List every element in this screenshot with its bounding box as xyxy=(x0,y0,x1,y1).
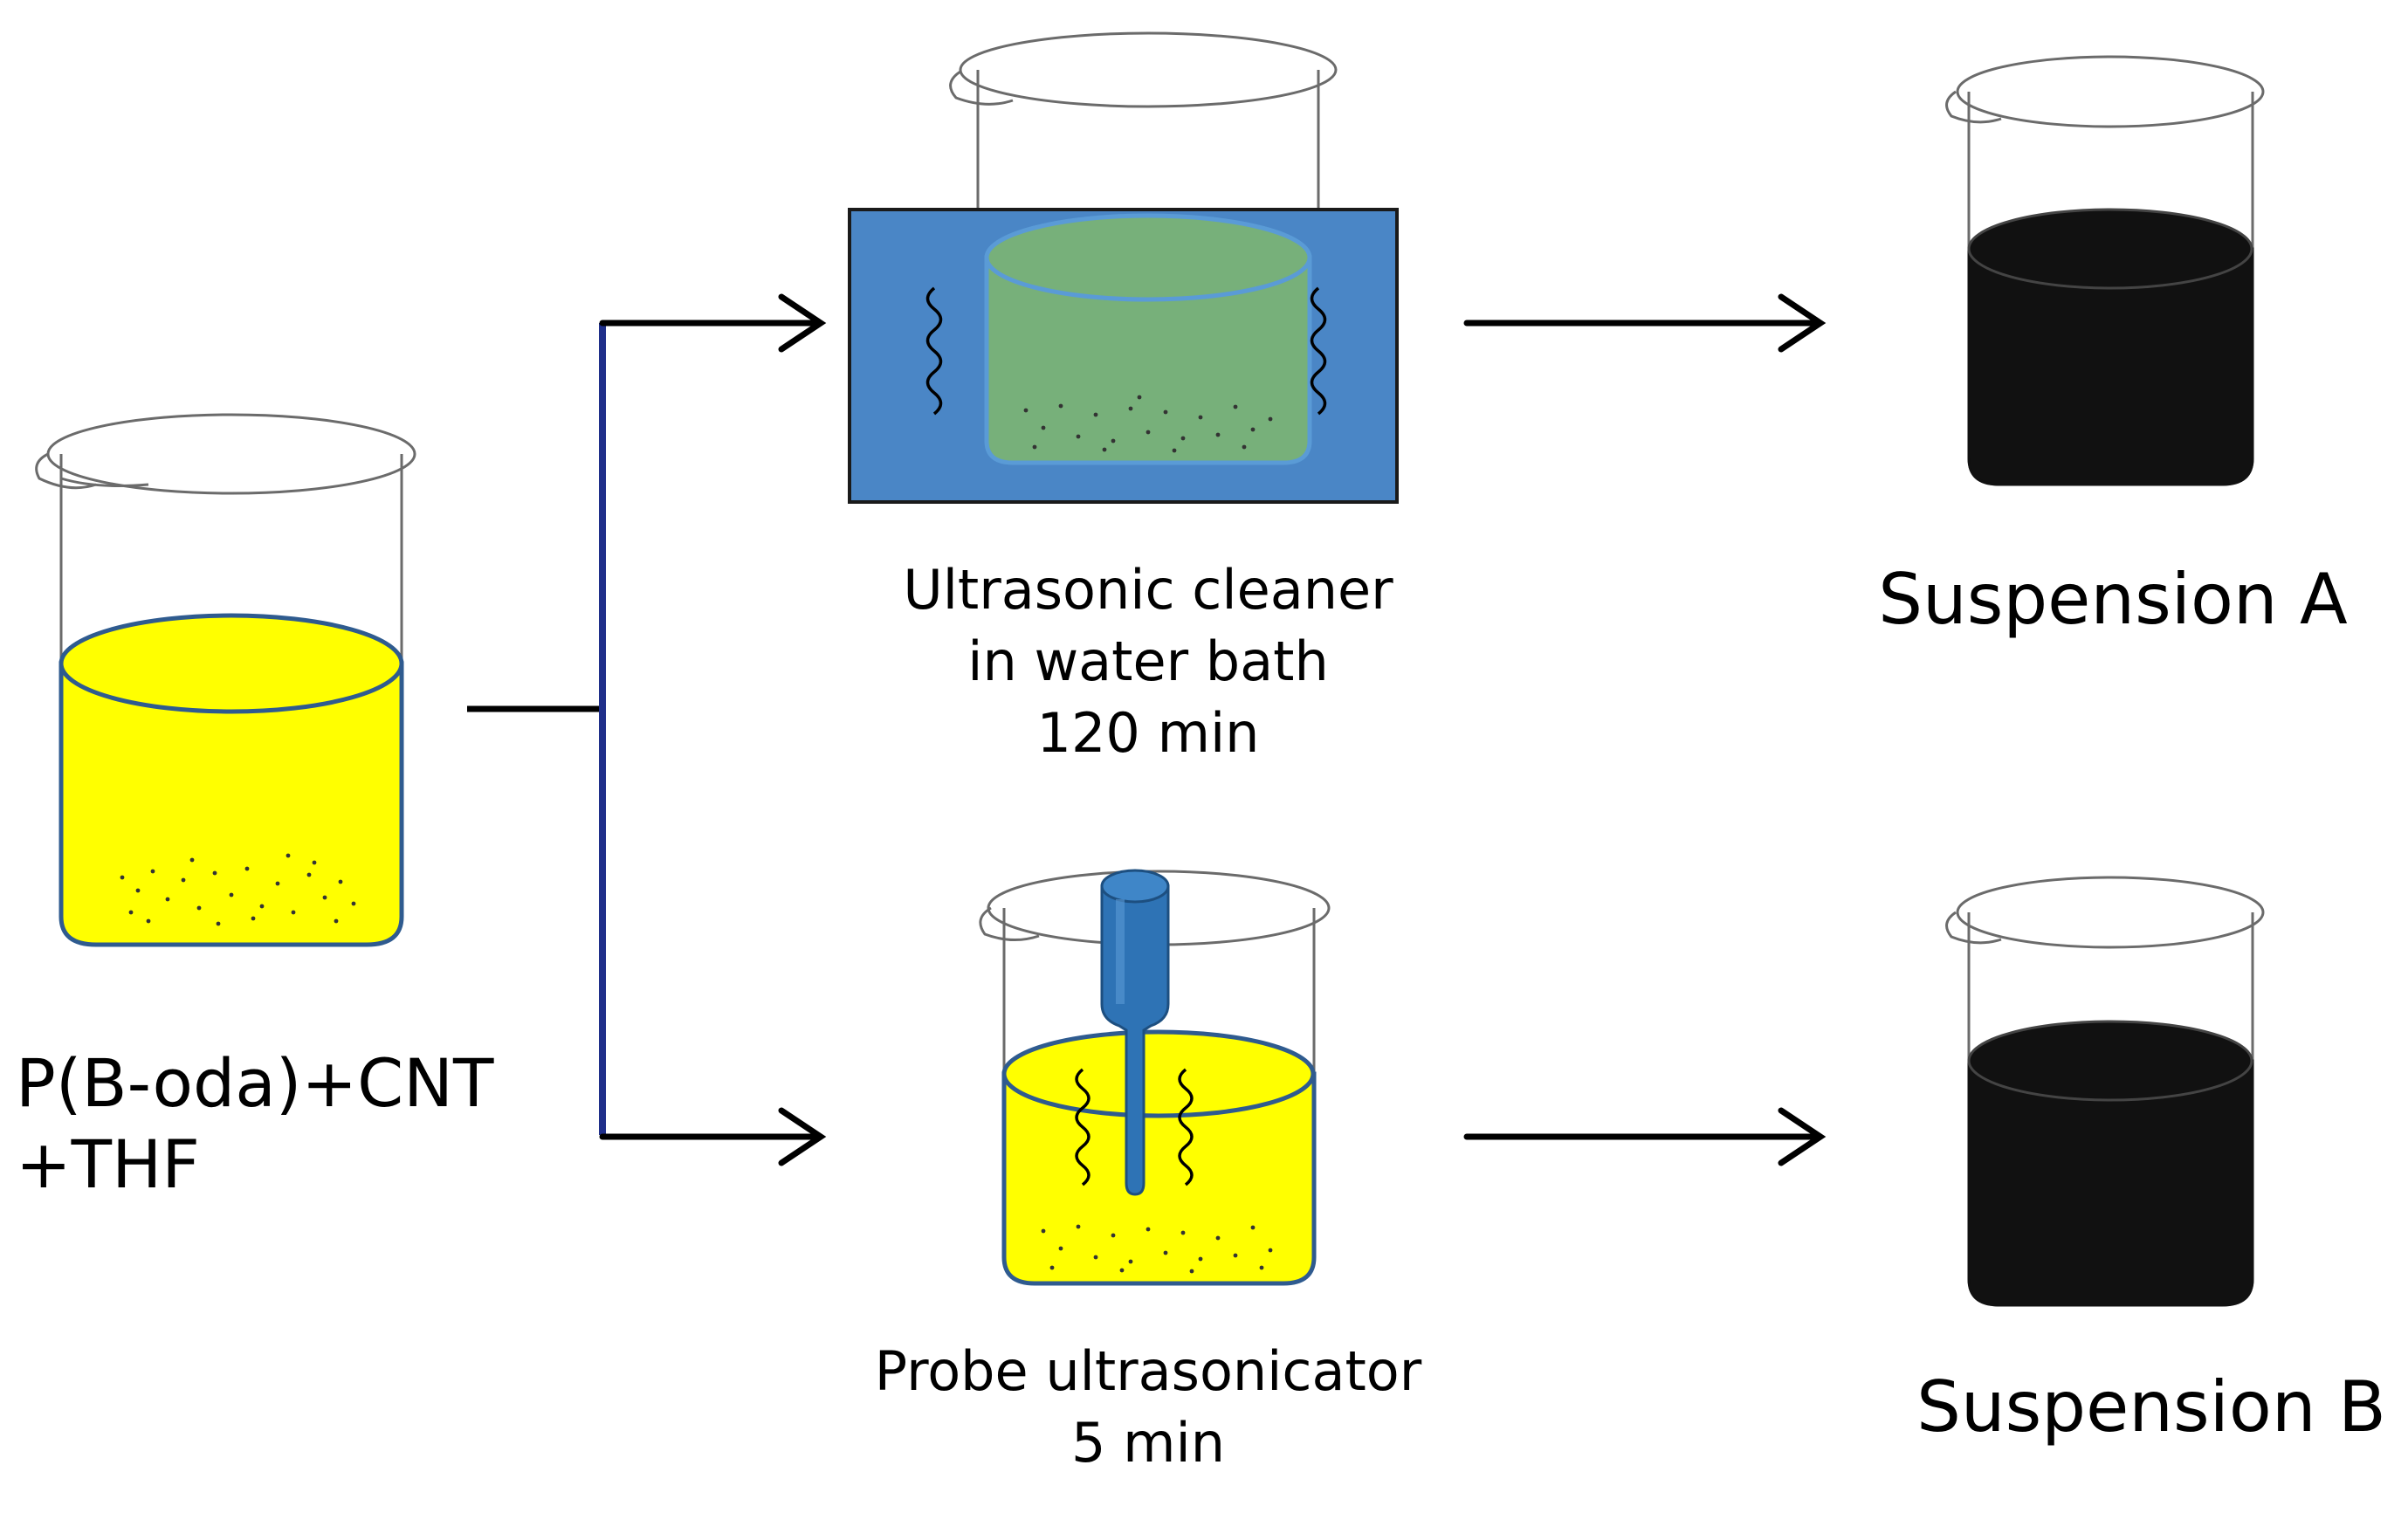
arrow-to-suspension-a xyxy=(1463,293,1827,353)
wave-icon xyxy=(1178,1068,1194,1186)
bath-label-line-3: 120 min xyxy=(1036,700,1260,765)
start-beaker-rim xyxy=(35,413,416,495)
suspension-b-label: Suspension B xyxy=(1916,1366,2386,1448)
suspension-a-beaker xyxy=(1945,55,2265,486)
bath-label-line-2: in water bath xyxy=(967,629,1329,693)
start-beaker xyxy=(35,413,416,947)
probe-beaker-liquid xyxy=(1001,1029,1317,1286)
probe-setup xyxy=(979,869,1331,1286)
suspension-b-beaker xyxy=(1945,876,2265,1307)
bath-label-line-1: Ultrasonic cleaner xyxy=(903,558,1393,622)
water-bath-setup xyxy=(848,31,1399,504)
probe-label-line-2: 5 min xyxy=(1070,1410,1226,1475)
ultrasonic-probe-icon xyxy=(1100,869,1170,1196)
start-beaker-liquid xyxy=(58,613,404,947)
water-bath-label: Ultrasonic cleaner in water bath 120 min xyxy=(851,554,1445,768)
bath-beaker-liquid xyxy=(984,213,1312,465)
sediment-particles xyxy=(120,853,356,926)
wave-icon xyxy=(925,286,943,416)
probe-label-line-1: Probe ultrasonicator xyxy=(874,1339,1422,1403)
arrow-to-suspension-b xyxy=(1463,1107,1827,1166)
start-mixture-label: P(B-oda)+CNT +THF xyxy=(16,1043,493,1205)
probe-label: Probe ultrasonicator 5 min xyxy=(803,1336,1493,1479)
sediment-particles xyxy=(1023,395,1273,453)
arrow-to-water-bath xyxy=(599,293,827,353)
arrow-to-probe xyxy=(599,1107,827,1166)
wave-icon xyxy=(1075,1068,1090,1186)
start-label-line-2: +THF xyxy=(16,1125,200,1203)
start-label-line-1: P(B-oda)+CNT xyxy=(16,1044,494,1122)
sediment-particles xyxy=(1041,1224,1273,1274)
wave-icon xyxy=(1310,286,1327,416)
suspension-a-label: Suspension A xyxy=(1878,559,2348,640)
